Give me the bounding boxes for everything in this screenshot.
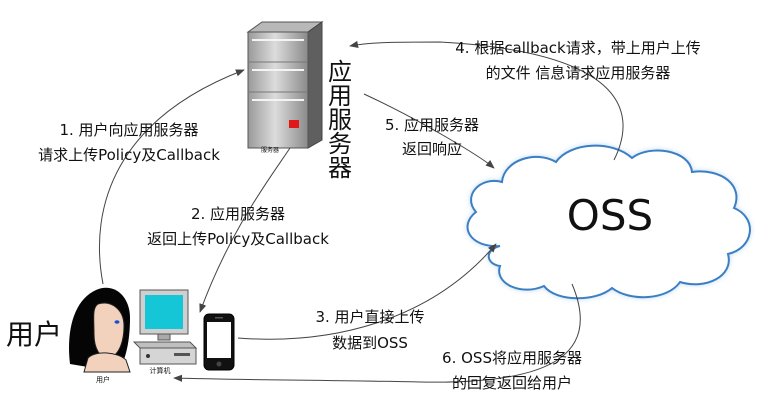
step-1-line-1: 1. 用户向应用服务器 bbox=[59, 121, 198, 139]
arrow-step-6 bbox=[173, 283, 581, 383]
step-3-label: 3. 用户直接上传 数据到OSS bbox=[315, 308, 424, 352]
step-1-line-2: 请求上传Policy及Callback bbox=[38, 146, 220, 164]
step-2-line-1: 2. 应用服务器 bbox=[191, 205, 285, 223]
user-label: 用户 bbox=[6, 318, 62, 351]
arrow-step-5 bbox=[363, 93, 495, 169]
user-caption: 用户 bbox=[96, 375, 110, 384]
step-5-line-2: 返回响应 bbox=[402, 140, 462, 158]
step-6-line-2: 的回复返回给用户 bbox=[452, 374, 572, 392]
server-label-char: 服 bbox=[328, 106, 352, 134]
smartphone-icon bbox=[203, 313, 235, 371]
user-avatar-icon bbox=[69, 287, 131, 373]
server-icon bbox=[246, 21, 324, 149]
server-led bbox=[289, 120, 299, 128]
server-label-char: 应 bbox=[328, 58, 352, 86]
arrow-step-3 bbox=[237, 243, 497, 340]
step-4-line-2: 的文件 信息请求应用服务器 bbox=[486, 64, 671, 82]
step-5-label: 5. 应用服务器 返回响应 bbox=[385, 116, 479, 158]
server-label-char: 用 bbox=[328, 82, 352, 110]
step-4-line-1: 4. 根据callback请求，带上用户上传 bbox=[455, 39, 701, 57]
step-6-label: 6. OSS将应用服务器 的回复返回给用户 bbox=[442, 349, 582, 392]
step-3-line-1: 3. 用户直接上传 bbox=[315, 308, 424, 326]
server-caption: 服务器 bbox=[261, 146, 279, 154]
step-2-line-2: 返回上传Policy及Callback bbox=[147, 230, 329, 248]
server-label-char: 器 bbox=[328, 154, 352, 182]
step-2-label: 2. 应用服务器 返回上传Policy及Callback bbox=[147, 205, 329, 248]
step-4-label: 4. 根据callback请求，带上用户上传 的文件 信息请求应用服务器 bbox=[455, 39, 701, 82]
arrow-step-4 bbox=[349, 40, 624, 161]
step-5-line-1: 5. 应用服务器 bbox=[385, 116, 479, 134]
oss-cloud-icon bbox=[466, 144, 751, 300]
arrow-step-2 bbox=[199, 147, 291, 313]
oss-label: OSS bbox=[567, 191, 653, 240]
step-6-line-1: 6. OSS将应用服务器 bbox=[442, 349, 582, 367]
step-1-label: 1. 用户向应用服务器 请求上传Policy及Callback bbox=[38, 121, 220, 164]
server-label-char: 务 bbox=[328, 130, 352, 158]
server-vertical-label: 应 用 服 务 器 bbox=[328, 58, 352, 182]
computer-caption: 计算机 bbox=[150, 366, 171, 375]
desktop-computer-icon bbox=[132, 289, 198, 365]
arrow-step-1 bbox=[98, 69, 245, 285]
step-3-line-2: 数据到OSS bbox=[332, 334, 408, 352]
